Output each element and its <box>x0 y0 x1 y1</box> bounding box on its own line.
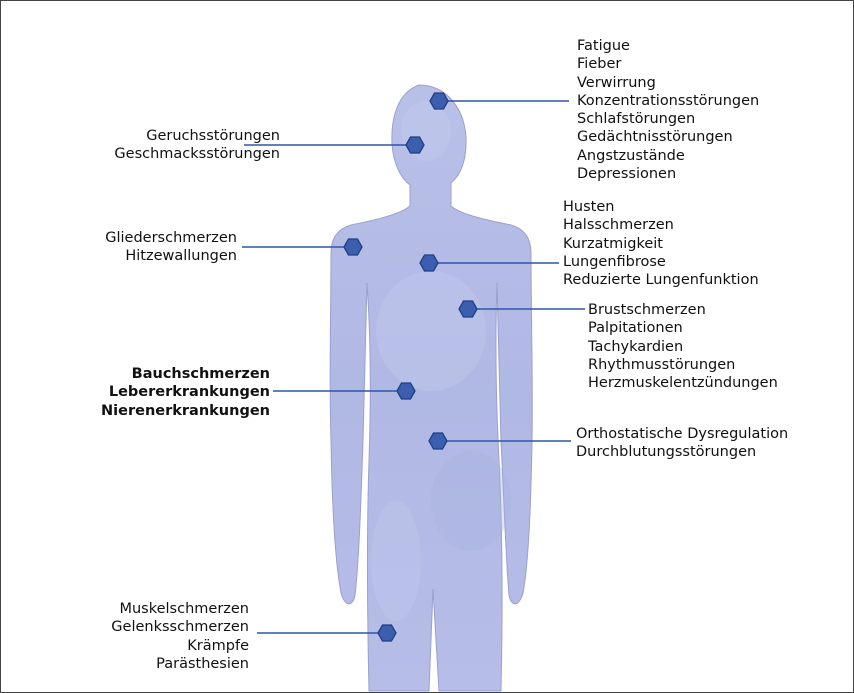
symptom-label: Hitzewallungen <box>125 248 237 265</box>
symptom-label: Gliederschmerzen <box>105 230 237 246</box>
label-group-leg: Muskelschmerzen Gelenksschmerzen Krämpfe… <box>111 600 249 673</box>
symptom-label: Lungenfibrose <box>563 253 666 270</box>
label-group-head: Fatigue Fieber Verwirrung Konzentrations… <box>577 37 759 183</box>
symptom-label: Brustschmerzen <box>588 302 706 318</box>
marker-head-hexagon <box>429 92 449 110</box>
marker-circulation-hexagon <box>428 432 448 450</box>
symptom-label: Schlafstörungen <box>577 111 696 128</box>
label-group-abdomen: Bauchschmerzen Lebererkrankungen Nierene… <box>101 365 270 420</box>
symptom-label: Orthostatische Dysregulation <box>576 426 789 442</box>
label-group-heart: Brustschmerzen Palpitationen Tachykardie… <box>588 301 778 392</box>
symptom-label: Bauchschmerzen <box>131 366 270 382</box>
symptom-label: Rhythmusstörungen <box>588 356 736 373</box>
symptom-label: Muskelschmerzen <box>119 601 249 617</box>
symptom-label: Krämpfe <box>187 637 249 654</box>
label-group-shoulder: Gliederschmerzen Hitzewallungen <box>105 229 237 266</box>
symptom-label: Palpitationen <box>588 320 683 337</box>
symptom-label: Herzmuskelentzündungen <box>588 375 778 392</box>
symptom-label: Gedächtnisstörungen <box>577 129 733 146</box>
symptom-label: Gelenksschmerzen <box>111 619 249 636</box>
symptom-label: Depressionen <box>577 166 677 183</box>
symptom-label: Geruchsstörungen <box>146 128 280 144</box>
marker-abdomen-hexagon <box>396 382 416 400</box>
symptom-label: Kurzatmigkeit <box>563 235 663 252</box>
symptom-label: Parästhesien <box>156 655 249 672</box>
symptom-label: Konzentrationsstörungen <box>577 92 760 109</box>
symptom-label: Fatigue <box>577 38 630 54</box>
symptom-label: Reduzierte Lungenfunktion <box>563 272 759 289</box>
symptom-label: Durchblutungsstörungen <box>576 444 757 461</box>
marker-lung-hexagon <box>419 254 439 272</box>
human-silhouette <box>329 84 533 692</box>
texture-patch <box>371 501 421 621</box>
symptom-label: Halsschmerzen <box>563 217 674 234</box>
symptom-label: Geschmacksstörungen <box>114 146 280 163</box>
symptom-label: Lebererkrankungen <box>108 384 270 401</box>
silhouette-shape <box>329 84 533 692</box>
marker-heart-hexagon <box>458 300 478 318</box>
texture-patch <box>431 451 511 551</box>
leader-lines <box>242 100 585 634</box>
label-group-lung: Husten Halsschmerzen Kurzatmigkeit Lunge… <box>563 198 759 289</box>
marker-shoulder-hexagon <box>343 238 363 256</box>
texture-patch <box>376 271 486 391</box>
symptom-label: Verwirrung <box>577 74 656 91</box>
symptom-label: Fieber <box>577 56 622 73</box>
label-group-nose: Geruchsstörungen Geschmacksstörungen <box>114 127 280 164</box>
symptom-label: Husten <box>563 199 615 215</box>
symptom-label: Angstzustände <box>577 147 685 164</box>
marker-leg-hexagon <box>377 624 397 642</box>
marker-nose-hexagon <box>405 136 425 154</box>
texture-patch <box>401 101 451 161</box>
label-group-circulation: Orthostatische Dysregulation Durchblutun… <box>576 425 788 462</box>
symptom-label: Nierenerkrankungen <box>101 402 270 419</box>
symptom-label: Tachykardien <box>588 338 684 355</box>
